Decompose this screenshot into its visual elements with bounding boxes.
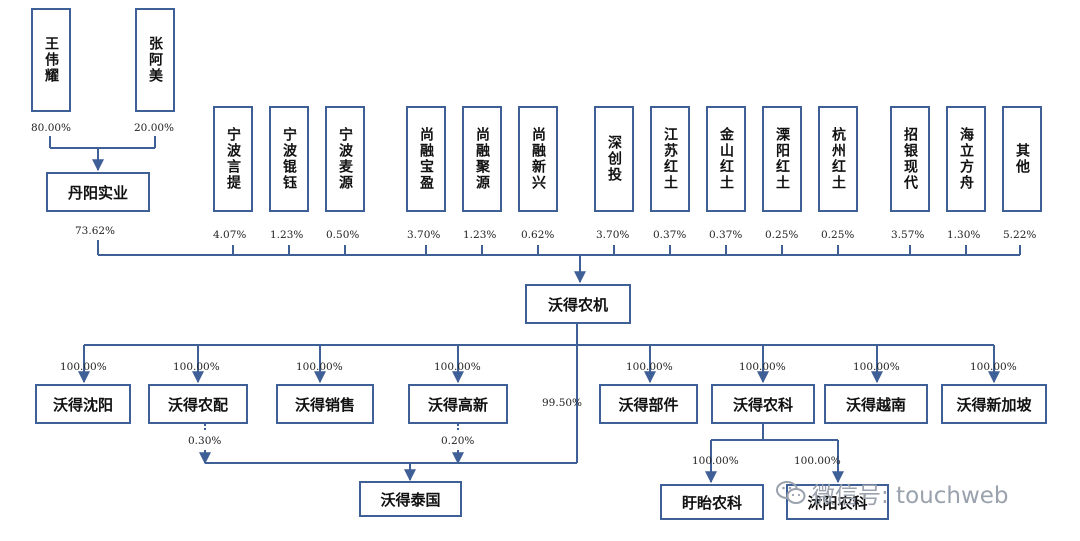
percentage-label: 3.70% — [596, 229, 630, 241]
shareholder-box: 尚融宝盈 — [406, 106, 446, 212]
shareholder-box: 宁波麦源 — [325, 106, 365, 212]
percentage-label: 0.62% — [521, 229, 555, 241]
percentage-label: 0.50% — [326, 229, 360, 241]
watermark-text: 微信号: touchweb — [812, 483, 1009, 509]
entity-woode-agri-machinery: 沃得农机 — [525, 284, 631, 324]
percentage-label: 73.62% — [75, 225, 116, 237]
percentage-label: 100.00% — [692, 455, 739, 467]
percentage-label: 1.23% — [463, 229, 497, 241]
subsidiary-box: 沃得越南 — [824, 384, 928, 424]
percentage-label: 100.00% — [434, 361, 481, 373]
subsidiary-box: 沃得高新 — [408, 384, 508, 424]
percentage-label: 5.22% — [1003, 229, 1037, 241]
percentage-label: 100.00% — [853, 361, 900, 373]
percentage-label: 3.57% — [891, 229, 925, 241]
shareholder-box: 招银现代 — [890, 106, 930, 212]
percentage-label: 0.25% — [765, 229, 799, 241]
subsidiary-box: 沃得销售 — [276, 384, 374, 424]
percentage-label: 0.20% — [441, 435, 475, 447]
subsidiary-box: 沃得部件 — [599, 384, 698, 424]
shareholder-box: 尚融聚源 — [462, 106, 502, 212]
percentage-label: 20.00% — [134, 122, 175, 134]
percentage-label: 0.25% — [821, 229, 855, 241]
wechat-icon — [776, 481, 806, 504]
shareholder-box: 尚融新兴 — [518, 106, 558, 212]
percentage-label: 80.00% — [31, 122, 72, 134]
percentage-label: 0.37% — [709, 229, 743, 241]
percentage-label: 1.23% — [270, 229, 304, 241]
percentage-label: 0.30% — [188, 435, 222, 447]
subsidiary-box: 沃得沈阳 — [35, 384, 131, 424]
subsidiary-box: 盱眙农科 — [660, 484, 764, 520]
shareholder-box: 其他 — [1002, 106, 1042, 212]
percentage-label: 100.00% — [626, 361, 673, 373]
shareholder-box: 海立方舟 — [946, 106, 986, 212]
shareholder-box: 江苏红土 — [650, 106, 690, 212]
percentage-label: 3.70% — [407, 229, 441, 241]
percentage-label: 1.30% — [947, 229, 981, 241]
shareholder-box: 深创投 — [594, 106, 634, 212]
percentage-label: 100.00% — [970, 361, 1017, 373]
shareholder-box: 溧阳红土 — [762, 106, 802, 212]
shareholder-box: 宁波言提 — [213, 106, 253, 212]
percentage-label: 0.37% — [653, 229, 687, 241]
shareholder-box: 金山红土 — [706, 106, 746, 212]
shareholder-box: 宁波锟钰 — [269, 106, 309, 212]
subsidiary-box: 沃得农配 — [148, 384, 248, 424]
shareholder-wang-weiyao: 王伟耀 — [31, 8, 71, 112]
subsidiary-box: 沭阳农科 — [786, 484, 889, 520]
percentage-label: 100.00% — [60, 361, 107, 373]
subsidiary-thailand: 沃得泰国 — [359, 481, 462, 517]
percentage-label: 100.00% — [296, 361, 343, 373]
subsidiary-box: 沃得农科 — [711, 384, 815, 424]
subsidiary-box: 沃得新加坡 — [941, 384, 1047, 424]
entity-danyang-industry: 丹阳实业 — [46, 172, 150, 212]
percentage-label: 100.00% — [794, 455, 841, 467]
percentage-label: 99.50% — [542, 397, 583, 409]
percentage-label: 100.00% — [173, 361, 220, 373]
shareholder-zhang-amei: 张阿美 — [135, 8, 175, 112]
percentage-label: 4.07% — [213, 229, 247, 241]
percentage-label: 100.00% — [739, 361, 786, 373]
shareholder-box: 杭州红土 — [818, 106, 858, 212]
wechat-watermark: 微信号: touchweb — [776, 476, 1009, 510]
